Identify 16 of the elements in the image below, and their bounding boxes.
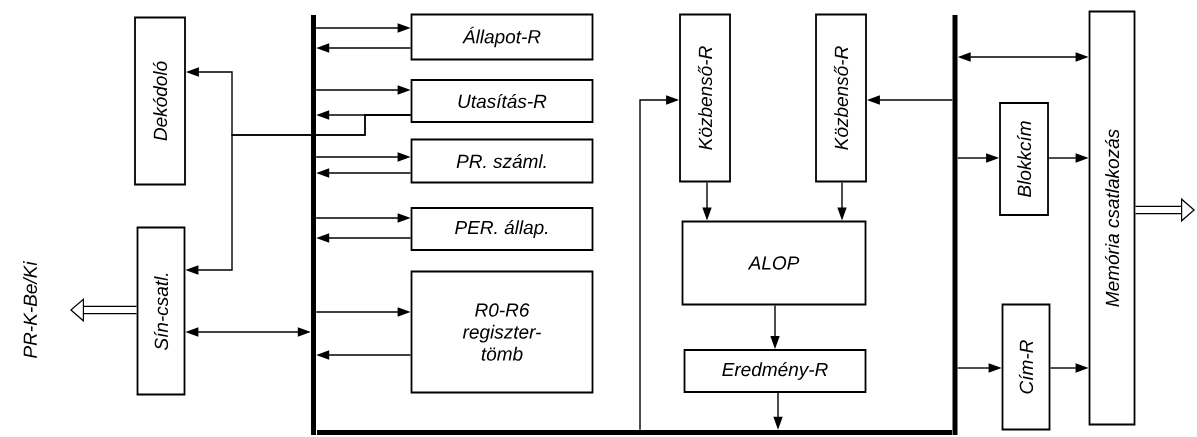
register-box: R0-R6 regiszter-tömb [410, 270, 594, 394]
register-box: Közbenső-R [679, 13, 731, 183]
register-box: Blokkcím [999, 102, 1049, 216]
port-label: PR-K-Be/Ki [23, 261, 37, 358]
register-box: Cím-R [1001, 303, 1051, 431]
register-box: Utasítás-R [410, 79, 594, 123]
register-box: Eredmény-R [683, 349, 867, 393]
register-box: Állapot-R [410, 13, 594, 61]
register-box: Közbenső-R [815, 13, 867, 183]
register-box: Sín-csatl. [136, 226, 186, 396]
bus-bar [317, 430, 952, 435]
register-box: Memória csatlakozás [1088, 10, 1136, 426]
register-box: Dekódoló [134, 16, 186, 186]
register-box: PER. állap. [410, 207, 594, 251]
register-box: PR. száml. [410, 138, 594, 184]
register-box: ALOP [681, 220, 867, 306]
